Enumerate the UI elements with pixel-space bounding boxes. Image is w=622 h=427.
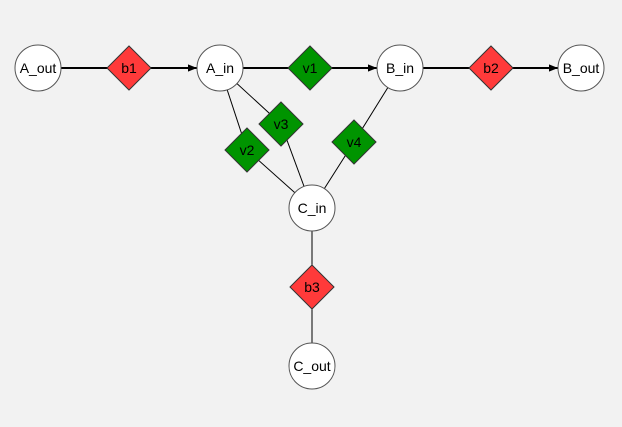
node-label-v1: v1 [303, 60, 318, 76]
node-circle-A_in [196, 44, 244, 92]
node-diamond-b3 [289, 264, 335, 310]
node-b3: b3 [289, 264, 335, 310]
node-circle-C_in [288, 184, 336, 232]
node-A_out: A_out [14, 44, 62, 92]
node-B_out: B_out [557, 44, 605, 92]
node-label-v3: v3 [274, 116, 289, 132]
node-label-b2: b2 [483, 60, 499, 76]
node-b2: b2 [468, 45, 514, 91]
node-label-b1: b1 [121, 60, 137, 76]
node-v3: v3 [258, 101, 304, 147]
node-label-C_out: C_out [293, 358, 330, 374]
node-diamond-b2 [468, 45, 514, 91]
node-v2: v2 [224, 127, 270, 173]
node-diamond-v2 [224, 127, 270, 173]
node-label-v4: v4 [347, 134, 362, 150]
node-label-C_in: C_in [298, 200, 327, 216]
node-circle-B_out [557, 44, 605, 92]
node-label-B_in: B_in [386, 60, 414, 76]
node-v4: v4 [331, 119, 377, 165]
node-A_in: A_in [196, 44, 244, 92]
node-label-v2: v2 [240, 142, 255, 158]
node-diamond-b1 [106, 45, 152, 91]
node-circle-A_out [14, 44, 62, 92]
node-diamond-v1 [287, 45, 333, 91]
node-diamond-v4 [331, 119, 377, 165]
node-circle-B_in [376, 44, 424, 92]
node-C_in: C_in [288, 184, 336, 232]
node-label-A_out: A_out [20, 60, 57, 76]
node-v1: v1 [287, 45, 333, 91]
node-B_in: B_in [376, 44, 424, 92]
node-layer: A_out b1 A_in v1 B_in b2 B_out v2 v3 v4C_in b3C_ou… [14, 44, 605, 390]
node-label-B_out: B_out [563, 60, 600, 76]
node-diamond-v3 [258, 101, 304, 147]
node-circle-C_out [288, 342, 336, 390]
node-label-b3: b3 [304, 279, 320, 295]
node-b1: b1 [106, 45, 152, 91]
node-label-A_in: A_in [206, 60, 234, 76]
node-C_out: C_out [288, 342, 336, 390]
